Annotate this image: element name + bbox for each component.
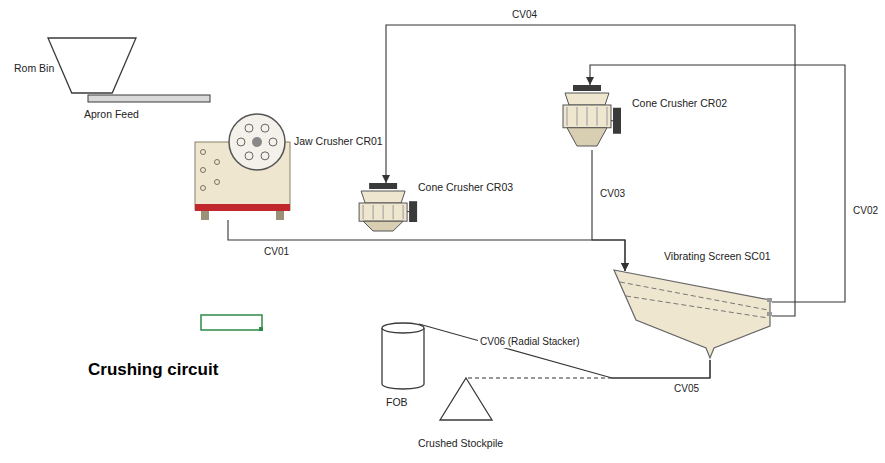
conveyor-line [466, 360, 710, 378]
conveyor-path [228, 220, 625, 271]
fob-bin-symbol [381, 322, 425, 390]
rom-bin-symbol [48, 38, 136, 93]
conveyor-label: CV03 [598, 188, 627, 200]
conveyor-path [590, 65, 845, 302]
equipment-label: Cone Crusher CR02 [632, 97, 727, 109]
conveyor-label: CV05 [672, 383, 701, 395]
diagram-title: Crushing circuit [88, 360, 218, 380]
equipment-label: Vibrating Screen SC01 [664, 250, 771, 262]
equipment-label: Apron Feed [84, 108, 139, 120]
conveyor-label: CV06 (Radial Stacker) [478, 336, 581, 348]
cone-crusher: Cone Crusher CR02 [560, 85, 620, 150]
conveyor-label: CV01 [262, 246, 291, 258]
equipment-label: Crushed Stockpile [418, 437, 503, 449]
stockpile-symbol [440, 378, 492, 420]
jaw-crusher: Jaw Crusher CR01 [195, 112, 290, 220]
fob-bin: FOB [381, 322, 425, 390]
empty-cell [201, 315, 262, 330]
stockpile: Crushed Stockpile [440, 378, 492, 420]
cone-crusher: Cone Crusher CR03 [357, 183, 415, 235]
conveyor-line [590, 65, 845, 302]
cone-crusher-symbol [357, 183, 415, 235]
conveyor-line [386, 25, 795, 316]
conveyor-label: CV04 [510, 9, 539, 21]
conveyor-path [592, 150, 625, 271]
jaw-crusher-symbol [195, 112, 290, 220]
equipment-label: FOB [386, 396, 408, 408]
conveyor-path [612, 360, 710, 378]
cone-crusher-symbol [560, 85, 620, 150]
cell-handle [259, 327, 263, 331]
apron-feeder: Apron Feed [88, 95, 210, 102]
vibrating-screen: Vibrating Screen SC01 [612, 268, 772, 360]
conveyor-label: CV02 [851, 205, 880, 217]
apron-feeder-symbol [88, 95, 210, 102]
conveyor-path [466, 377, 612, 378]
equipment-label: Jaw Crusher CR01 [294, 135, 383, 147]
vibrating-screen-symbol [612, 268, 772, 360]
rom-bin: Rom Bin [48, 38, 136, 93]
conveyor-line [228, 220, 625, 271]
conveyor-line [592, 150, 625, 271]
equipment-label: Cone Crusher CR03 [418, 181, 513, 193]
equipment-label: Rom Bin [14, 62, 54, 74]
conveyor-path [386, 25, 795, 316]
